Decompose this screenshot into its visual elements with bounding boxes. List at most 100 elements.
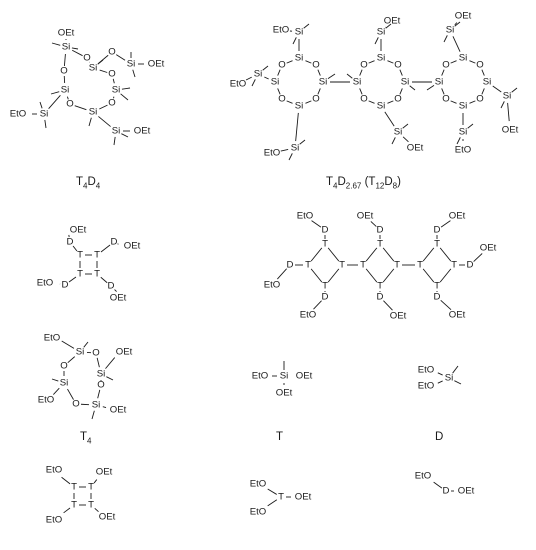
ethoxy-group: EtO (300, 310, 317, 321)
silicon-atom: Si (254, 69, 263, 80)
silicon-atom: Si (319, 77, 328, 88)
methyl-bond (121, 87, 131, 90)
ethoxy-group: EtO (264, 280, 281, 291)
bond (481, 69, 485, 76)
methyl-bond (113, 136, 116, 146)
ethoxy-group: OEt (480, 243, 497, 254)
t-unit: T (94, 269, 100, 280)
ethoxy-group: OEt (134, 126, 151, 137)
t-unit: T (339, 260, 345, 271)
caption-sub: 4 (95, 181, 101, 191)
methyl-bond (44, 119, 47, 129)
ethoxy-group: OEt (449, 310, 466, 321)
bond (439, 247, 452, 262)
ethoxy-group: OEt (455, 11, 472, 22)
ethoxy-group: OEt (148, 59, 165, 70)
bond (100, 244, 111, 253)
ethoxy-group: EtO (418, 381, 435, 392)
bond (440, 300, 452, 310)
ethoxy-group: OEt (295, 492, 312, 503)
bond (492, 85, 502, 93)
ethoxy-group: EtO (415, 471, 432, 482)
bond (61, 340, 75, 349)
t-unit: T (71, 482, 77, 493)
bond (387, 60, 394, 64)
silicon-atom: Si (112, 85, 121, 96)
d-unit: D (443, 486, 450, 497)
ethoxy-group: OEt (449, 211, 466, 222)
bond (384, 111, 395, 127)
bond (97, 389, 101, 399)
ethoxy-group: OEt (276, 388, 293, 399)
bond (53, 387, 60, 395)
bond (437, 380, 443, 384)
bond (507, 102, 510, 122)
methyl-bond (106, 376, 114, 381)
oxygen-atom: O (312, 60, 319, 71)
silicon-atom: Si (503, 91, 512, 102)
silicon-atom: Si (76, 347, 85, 358)
ethoxy-group: EtO (44, 333, 61, 344)
methyl-bond (454, 21, 461, 27)
silicon-atom: Si (459, 101, 468, 112)
methyl-bond (346, 73, 353, 79)
t-unit: T (417, 260, 423, 271)
t-unit: T (394, 260, 400, 271)
bond (72, 245, 78, 252)
ethoxy-group: OEt (357, 211, 374, 222)
t-unit: T (322, 281, 328, 292)
oxygen-atom: O (278, 60, 285, 71)
caption-d: D (435, 431, 443, 443)
bond (452, 36, 461, 52)
ethoxy-group: EtO (230, 79, 247, 90)
bond (93, 479, 98, 484)
bond (71, 49, 83, 57)
ethoxy-group: EtO (46, 465, 63, 476)
caption-t4: T4 (80, 431, 91, 445)
ethoxy-group: EtO (250, 479, 267, 490)
oxygen-atom: O (278, 93, 285, 104)
silicon-atom: Si (446, 25, 455, 36)
bond (305, 100, 312, 104)
ethoxy-group: OEt (70, 225, 87, 236)
t-unit: T (434, 281, 440, 292)
d-unit: D (467, 260, 474, 271)
bond (469, 100, 476, 104)
methyl-bond (83, 341, 89, 348)
ethoxy-group: OEt (296, 371, 313, 382)
methyl-bond (97, 59, 104, 65)
methyl-bond (374, 37, 379, 45)
bond (441, 69, 445, 76)
methyl-bond (391, 137, 396, 145)
methyl-bond (292, 37, 297, 45)
bond (94, 507, 99, 513)
bond (327, 268, 340, 283)
oxygen-atom: O (108, 47, 115, 58)
bond (327, 247, 340, 262)
oxygen-atom: O (360, 93, 367, 104)
silicon-atom: Si (353, 77, 362, 88)
silicon-atom: Si (459, 127, 468, 138)
bond (105, 357, 116, 369)
d-unit: D (62, 280, 69, 291)
bond (63, 507, 71, 514)
bond (387, 100, 394, 104)
caption-text: T (326, 176, 334, 188)
silicon-atom: Si (89, 107, 98, 118)
ethoxy-group: OEt (96, 467, 113, 478)
bond (365, 247, 378, 262)
bond (399, 69, 403, 76)
bond (422, 268, 435, 283)
silicon-atom: Si (295, 27, 304, 38)
bond (359, 88, 363, 95)
ethoxy-group: EtO (264, 148, 281, 159)
bond (74, 105, 87, 111)
bond (440, 220, 451, 228)
methyl-bond (51, 42, 61, 46)
oxygen-atom: O (394, 93, 401, 104)
bond (98, 116, 111, 127)
bond (63, 53, 66, 67)
bond (481, 88, 485, 95)
silicon-atom: Si (271, 77, 280, 88)
caption-sub: 4 (87, 436, 92, 446)
